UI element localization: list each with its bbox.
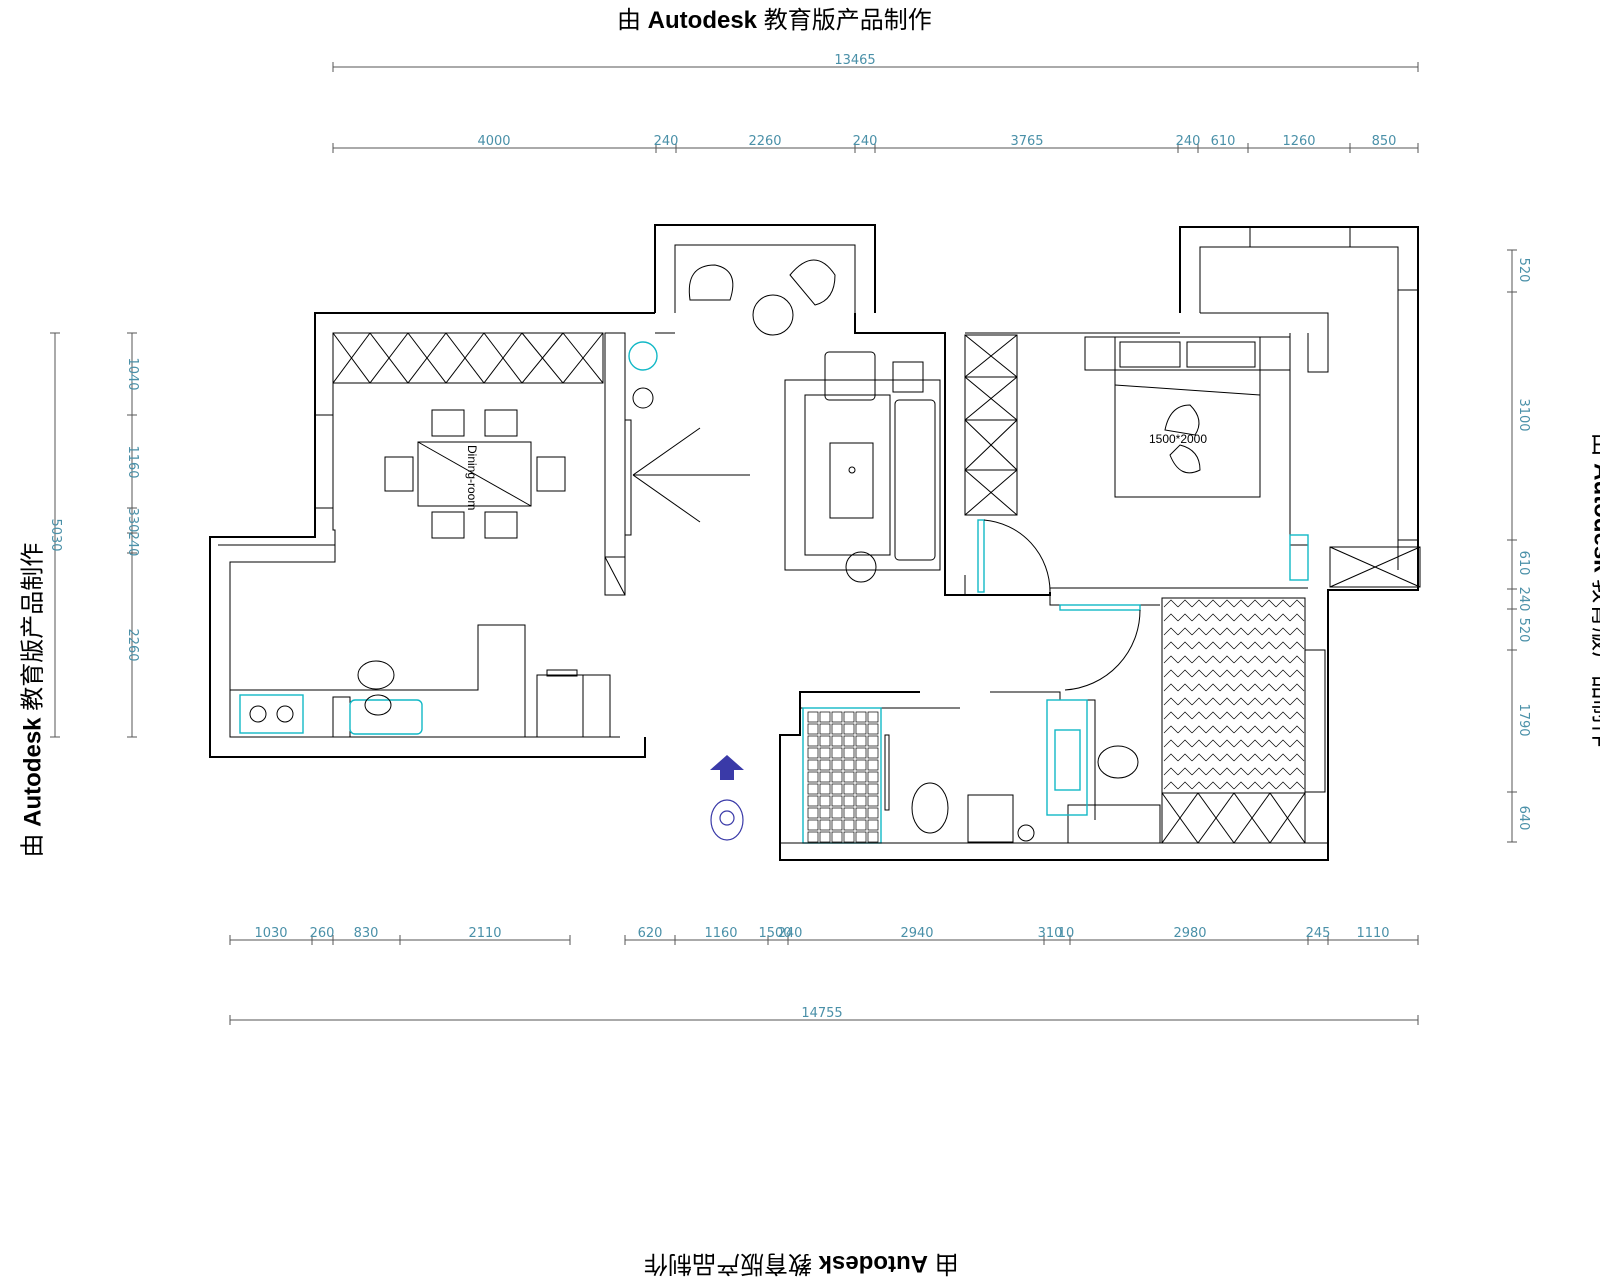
dim-top-6: 240 [1176, 134, 1201, 149]
dim-top-2: 240 [654, 134, 679, 149]
watermark-suffix: 教育版产品制作 [1589, 579, 1600, 747]
watermark-suffix: 教育版产品制作 [20, 543, 47, 711]
watermark-brand: Autodesk [648, 7, 757, 34]
dim-top-1: 4000 [477, 134, 510, 149]
balcony-furniture [689, 260, 835, 335]
dining-room-label: Dining-room [465, 445, 479, 510]
dim-bottom-6: 1160 [704, 926, 737, 941]
living-room [605, 342, 940, 595]
entry-arrow [710, 755, 744, 840]
dim-bottom-9: 2940 [900, 926, 933, 941]
watermark-brand: Autodesk [819, 1250, 928, 1277]
dim-right-3: 610 [1516, 551, 1531, 576]
dim-bottom-total: 14755 [801, 1006, 842, 1021]
dim-bottom-5: 620 [638, 926, 663, 941]
watermark-prefix: 由 [935, 1250, 959, 1277]
dim-left-2: 1160 [125, 445, 140, 478]
dim-right-2: 3100 [1516, 398, 1531, 431]
watermark-prefix: 由 [617, 7, 641, 34]
dim-left-3: 330 [125, 508, 140, 533]
watermark-suffix: 教育版产品制作 [764, 7, 932, 34]
dim-bottom-4: 2110 [468, 926, 501, 941]
dim-right-5: 520 [1516, 618, 1531, 643]
dim-bottom-1: 1030 [254, 926, 287, 941]
dim-top-9: 850 [1372, 134, 1397, 149]
watermark-left: 由 Autodesk 教育版产品制作 [13, 438, 48, 858]
dim-top-3: 2260 [748, 134, 781, 149]
watermark-brand: Autodesk [20, 717, 47, 826]
dining-cabinet [333, 333, 603, 383]
dim-top-5: 3765 [1010, 134, 1043, 149]
dim-bottom-8: 240 [778, 926, 803, 941]
watermark-suffix: 教育版产品制作 [644, 1250, 812, 1277]
dim-top-4: 240 [853, 134, 878, 149]
second-bedroom [1068, 598, 1305, 843]
watermark-prefix: 由 [1589, 433, 1600, 457]
watermark-top: 由 Autodesk 教育版产品制作 [617, 0, 932, 35]
dim-bottom-13: 245 [1306, 926, 1331, 941]
dim-bottom-11: 10 [1058, 926, 1075, 941]
dim-bottom-12: 2980 [1173, 926, 1206, 941]
walls [210, 225, 1418, 860]
bathroom [780, 700, 1328, 843]
dim-left-5: 2260 [125, 628, 140, 661]
dim-bottom-3: 830 [354, 926, 379, 941]
dim-left-total: 5030 [48, 518, 63, 551]
watermark-prefix: 由 [20, 834, 47, 858]
dim-top-8: 1260 [1282, 134, 1315, 149]
dim-top-total: 13465 [834, 53, 875, 68]
dim-right-7: 640 [1516, 806, 1531, 831]
dim-right-4: 240 [1516, 587, 1531, 612]
bed-size-label: 1500*2000 [1149, 432, 1207, 446]
dim-top-7: 610 [1211, 134, 1236, 149]
dim-right-1: 520 [1516, 258, 1531, 283]
dim-bottom-2: 260 [310, 926, 335, 941]
dim-right-6: 1790 [1516, 703, 1531, 736]
master-bedroom: 1500*2000 [1085, 337, 1420, 587]
watermark-bottom: 由 Autodesk 教育版产品制作 [644, 1249, 959, 1284]
watermark-brand: Autodesk [1589, 463, 1600, 572]
dim-bottom-14: 1110 [1356, 926, 1389, 941]
kitchen-fixtures [240, 661, 610, 737]
dining-table: Dining-room [385, 410, 565, 538]
dim-left-4: 240 [125, 532, 140, 557]
dim-left-1: 1040 [125, 357, 140, 390]
watermark-right: 由 Autodesk 教育版产品制作 [1588, 433, 1600, 853]
